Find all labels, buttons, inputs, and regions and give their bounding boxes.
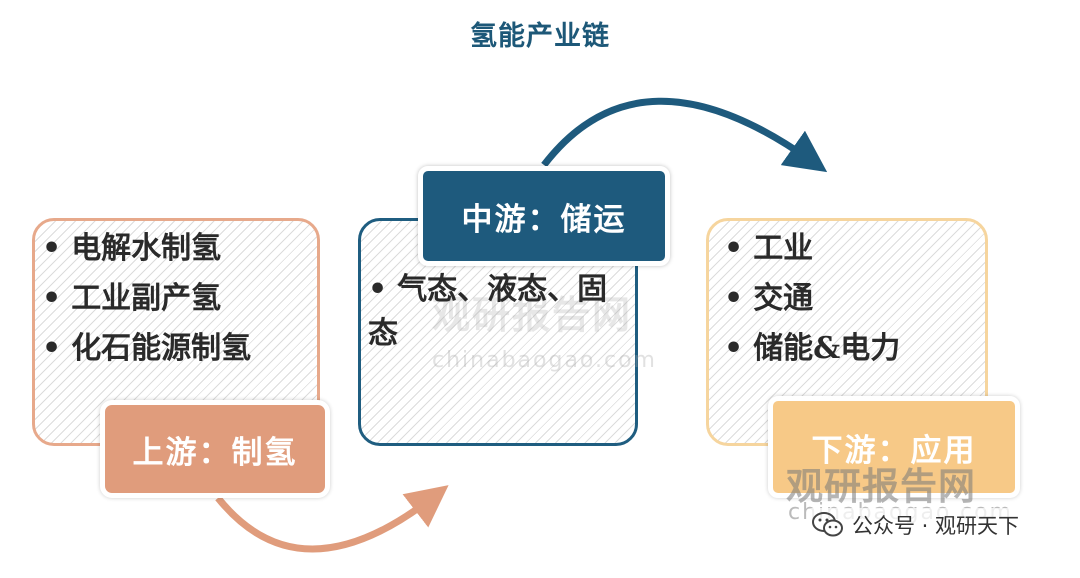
- list-item: 储能&电力: [724, 324, 900, 374]
- list-item: 交通: [724, 274, 900, 324]
- upstream-label: 上游：制氢: [100, 400, 330, 498]
- wechat-account: 公众号 · 观研天下: [808, 508, 1026, 542]
- list-item: 工业副产氢: [42, 274, 251, 324]
- midstream-items: 气态、液态、固态: [368, 268, 628, 356]
- midstream-label: 中游：储运: [418, 166, 670, 266]
- list-item: 工业: [724, 224, 900, 274]
- downstream-items: 工业 交通 储能&电力: [724, 224, 900, 374]
- list-item: 电解水制氢: [42, 224, 251, 274]
- diagram-title: 氢能产业链: [470, 21, 610, 52]
- list-item: 气态、液态、固态: [368, 268, 628, 356]
- arrow-upstream-to-midstream: [215, 485, 449, 553]
- wechat-account-text: 公众号 · 观研天下: [852, 514, 1020, 538]
- list-item: 化石能源制氢: [42, 324, 251, 374]
- wechat-icon: [812, 512, 843, 537]
- arrow-midstream-to-downstream: [541, 97, 828, 173]
- upstream-items: 电解水制氢 工业副产氢 化石能源制氢: [42, 224, 251, 374]
- watermark-brand-cn-2: 观研报告网: [786, 465, 976, 508]
- downstream-label: 下游：应用: [768, 396, 1020, 498]
